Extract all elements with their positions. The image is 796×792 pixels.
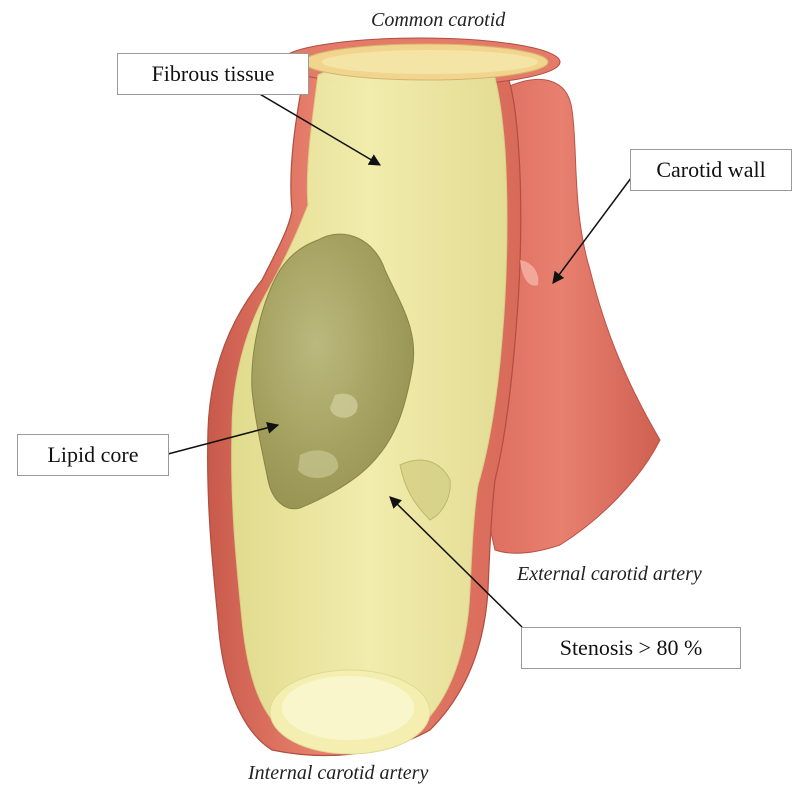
lumen-bottom-highlight <box>282 676 414 740</box>
label-lipid-core: Lipid core <box>17 434 169 476</box>
label-common-carotid: Common carotid <box>371 9 505 32</box>
lipid-core-highlight-1 <box>330 394 358 418</box>
label-carotid-wall: Carotid wall <box>630 149 792 191</box>
lumen-top-inner <box>322 50 538 74</box>
label-external-carotid-artery: External carotid artery <box>517 563 702 586</box>
label-fibrous-tissue: Fibrous tissue <box>117 53 309 95</box>
label-internal-carotid-artery: Internal carotid artery <box>248 762 428 785</box>
label-stenosis: Stenosis > 80 % <box>521 627 741 669</box>
